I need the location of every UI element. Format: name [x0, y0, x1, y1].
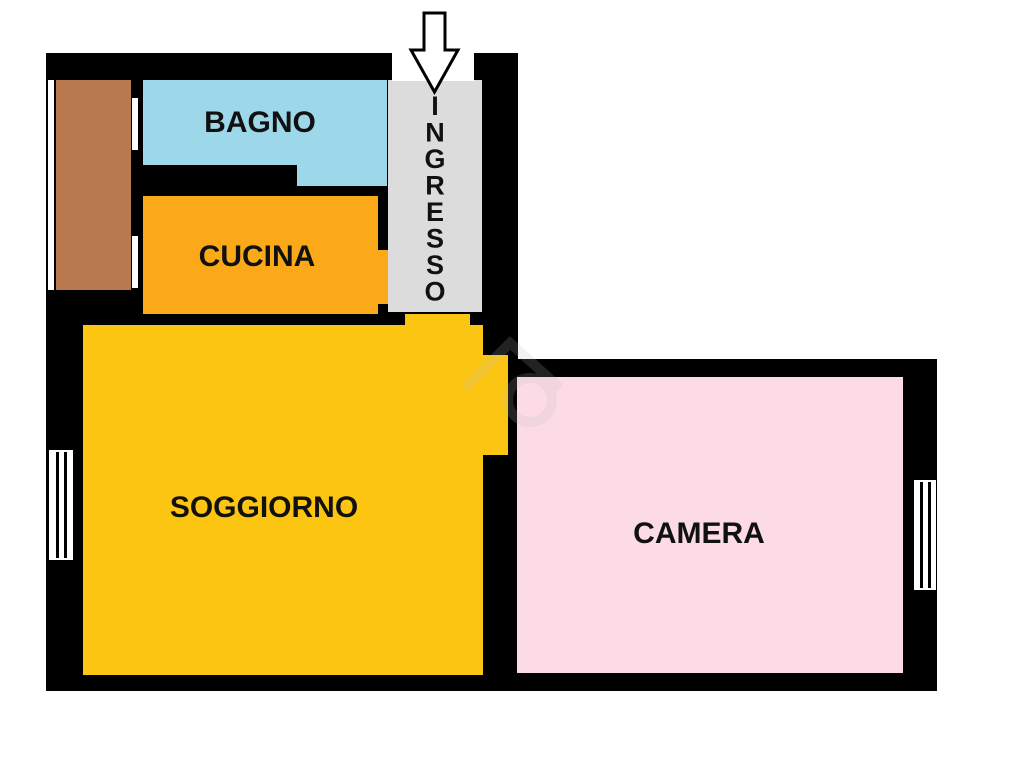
watermark-ring [503, 373, 557, 427]
windows [48, 53, 936, 590]
window-soggiorno-mullion-2 [64, 452, 67, 558]
window-camera-frame [914, 480, 936, 590]
ingresso-letter: I [431, 91, 439, 121]
room-cucina [143, 196, 378, 314]
window-camera-mullion-2 [928, 482, 931, 588]
label-bagno: BAGNO [204, 106, 316, 139]
ingresso-letter: O [424, 277, 445, 307]
room-soggiorno [83, 314, 508, 675]
ingresso-letter: N [425, 118, 445, 148]
room-ripostiglio [56, 80, 131, 290]
window-ripostiglio [48, 80, 54, 290]
room-camera [517, 377, 903, 673]
ingresso-letter: G [424, 144, 445, 174]
label-soggiorno: SOGGIORNO [170, 491, 358, 524]
window-soggiorno [49, 450, 73, 560]
room-ingresso [388, 80, 482, 312]
window-soggiorno-frame [49, 450, 73, 560]
watermark-roof [461, 336, 564, 392]
label-camera: CAMERA [633, 517, 765, 550]
window-camera-mullion [920, 482, 923, 588]
window-ripostiglio-inner-2 [132, 236, 138, 288]
ingresso-letter: E [426, 197, 444, 227]
room-bagno [143, 80, 387, 186]
room-cucina-notch [378, 250, 388, 304]
watermark-logo [461, 336, 564, 427]
ingresso-letter: S [426, 250, 444, 280]
window-ripostiglio-inner [132, 98, 138, 150]
ingresso-letter: R [425, 171, 445, 201]
entrance-arrow-icon [408, 11, 461, 96]
window-soggiorno-mullion [56, 452, 59, 558]
label-cucina: CUCINA [199, 240, 316, 273]
window-camera [914, 480, 936, 590]
ingresso-letter: S [426, 224, 444, 254]
